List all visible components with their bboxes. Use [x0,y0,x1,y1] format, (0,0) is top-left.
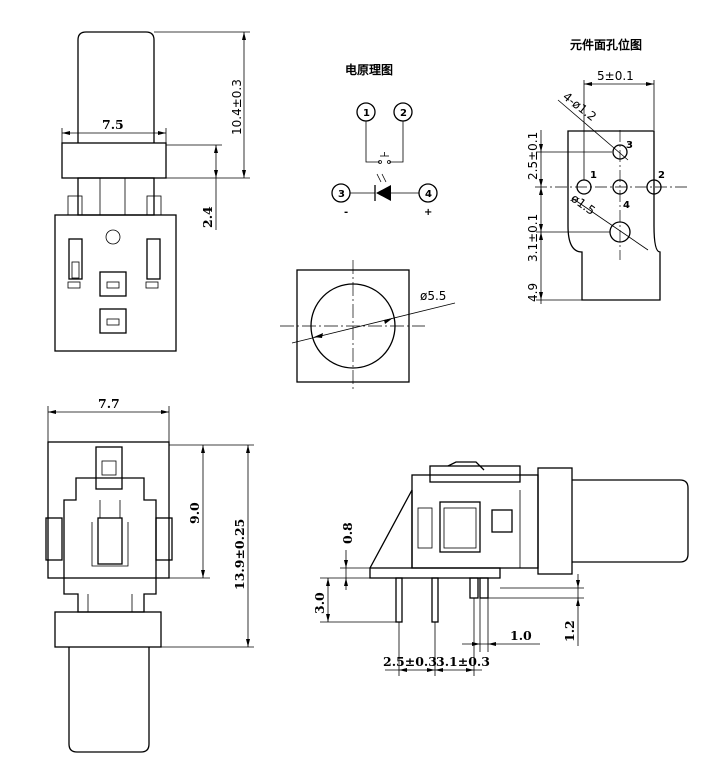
side-view-d3-label: 1.0 [510,628,532,643]
top-view-offset-label: 2.4 [200,206,215,228]
hole-pin3: 3 [626,140,633,151]
hole-pitch-top-label: 2.5±0.1 [526,132,540,180]
top-view: 7.5 10.4±0.3 2.4 [54,31,250,352]
hole-layout-title: 元件面孔位图 [570,37,642,52]
schematic-plus: + [424,207,432,218]
front-view-total-height-label: 13.9±0.25 [232,519,247,590]
cap-view: ø5.5 [280,260,456,392]
schematic-title: 电原理图 [345,62,393,77]
front-view: 7.7 9.0 13.9±0.25 [45,396,254,753]
schematic-pin3: 3 [338,189,345,200]
schematic-diagram: 电原理图 1 2 3 4 - + [331,62,438,218]
side-view-d2-label: 3.0 [312,592,327,614]
hole-pin1: 1 [590,170,597,181]
top-view-width-label: 7.5 [102,117,124,132]
hole-large-dia-label: ø1.5 [568,191,598,218]
hole-layout: 元件面孔位图 1 2 3 4 5±0.1 4-ø1.2 ø1.5 [526,37,688,304]
side-view-d6-label: 3.1±0.3 [436,654,490,669]
hole-pin4: 4 [623,200,630,211]
schematic-pin2: 2 [400,108,407,119]
side-view-d1-label: 0.8 [340,522,355,544]
hole-width-label: 5±0.1 [597,69,634,83]
schematic-pin4: 4 [425,189,432,200]
schematic-pin1: 1 [363,108,370,119]
side-view-d5-label: 2.5±0.3 [383,654,437,669]
front-view-width-label: 7.7 [98,396,120,411]
top-view-height-label: 10.4±0.3 [230,79,244,135]
hole-pin2: 2 [658,170,665,181]
side-view-d4-label: 1.2 [562,620,577,642]
side-view: 0.8 3.0 1.0 1.2 2.5±0.3 3.1±0.3 [312,461,689,676]
front-view-inner-height-label: 9.0 [187,502,202,524]
hole-pitch-bottom-label: 3.1±0.1 [526,214,540,262]
hole-bottom-label: 4.9 [526,283,540,302]
cap-diameter-label: ø5.5 [420,289,446,303]
schematic-minus: - [344,207,348,218]
